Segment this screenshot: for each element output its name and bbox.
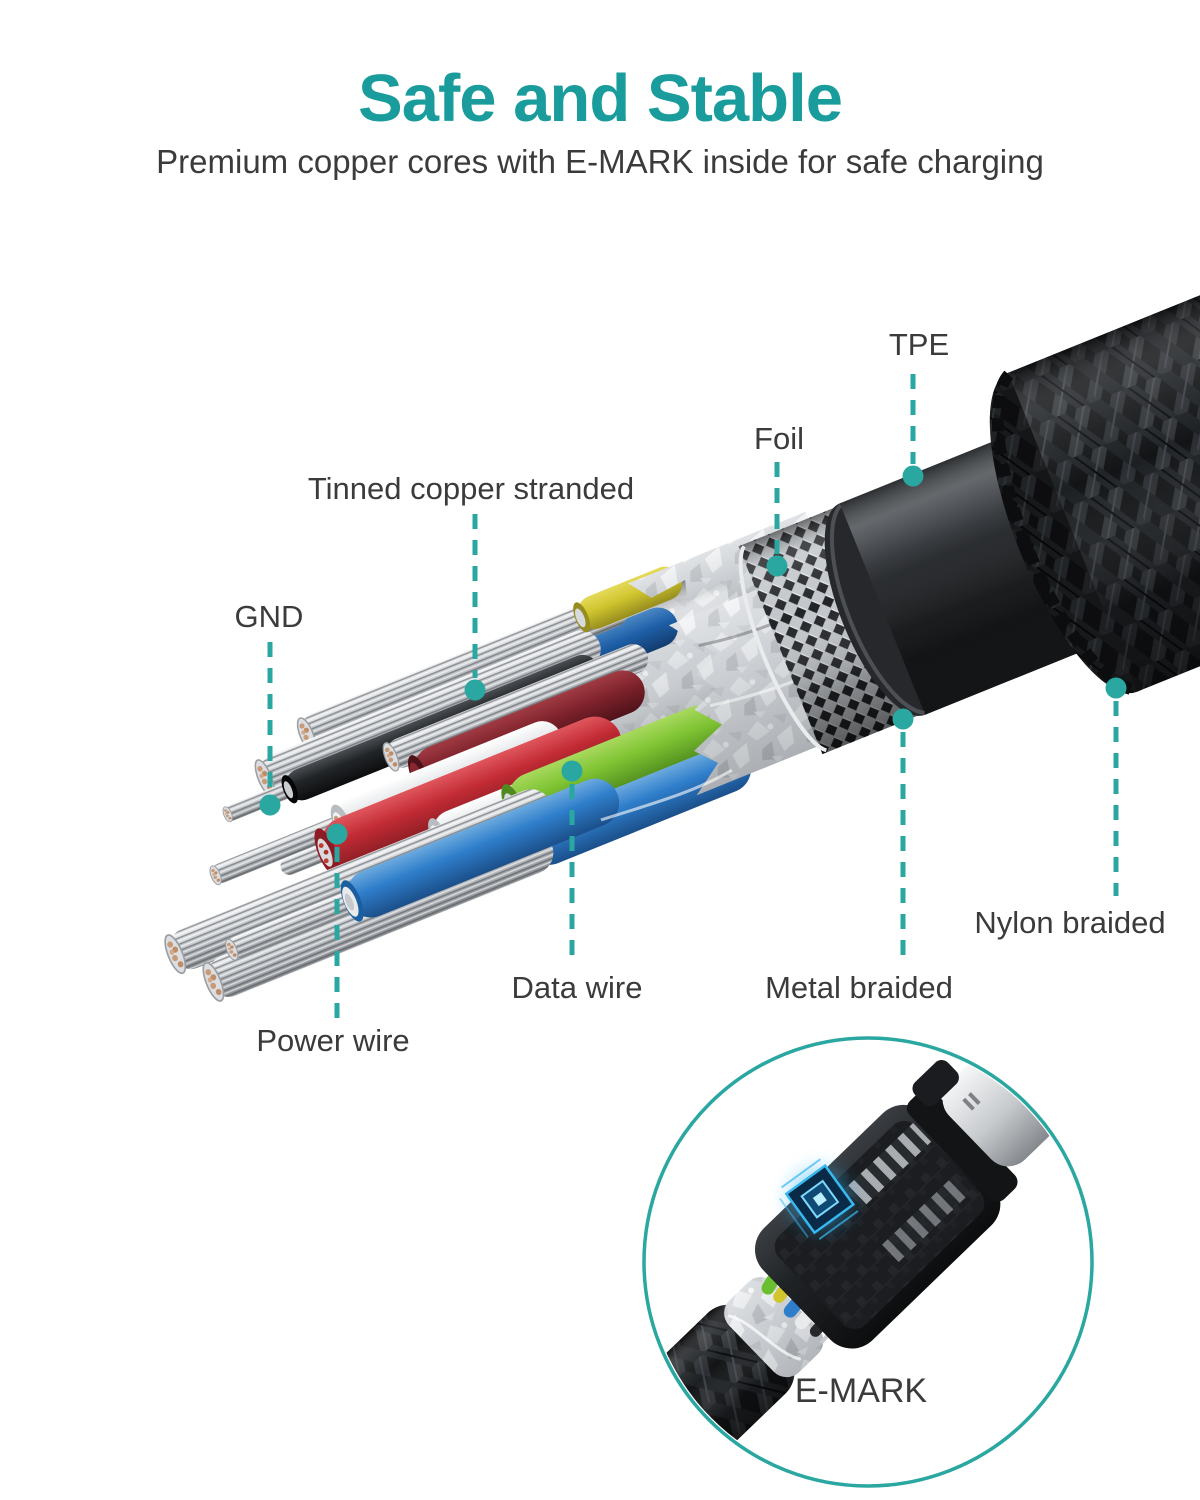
tinned-copper-rope-mid <box>379 644 649 774</box>
page-subtitle: Premium copper cores with E-MARK inside … <box>156 143 1044 180</box>
emark-chip <box>779 1158 860 1240</box>
nylon-braided-layer <box>989 211 1200 696</box>
cable-photo <box>160 211 1200 1005</box>
label-power-wire: Power wire <box>256 1023 410 1058</box>
callout-dot-nylon <box>1105 677 1127 699</box>
power-wire-graphic <box>280 716 622 876</box>
callout-dot-tinned <box>464 679 486 701</box>
page-title: Safe and Stable <box>358 61 843 136</box>
callout-dot-metal <box>892 708 914 730</box>
callout-dot-power <box>326 823 348 845</box>
callout-lines <box>267 374 1119 1342</box>
label-tpe: TPE <box>888 327 950 362</box>
callout-dot-data <box>561 760 583 782</box>
callout-dot-tpe <box>902 465 924 487</box>
label-foil: Foil <box>754 421 804 456</box>
label-gnd: GND <box>234 599 304 634</box>
callout-dot-foil <box>766 555 788 577</box>
label-tinned-copper: Tinned copper stranded <box>307 471 635 506</box>
blue-wire-left-graphic <box>222 778 620 963</box>
callout-dots <box>259 465 1127 845</box>
inset-circle <box>642 1036 1094 1488</box>
wire-bundle <box>160 566 752 1005</box>
label-nylon-braided: Nylon braided <box>974 905 1166 940</box>
callout-dot-gnd <box>259 794 281 816</box>
label-metal-braided: Metal braided <box>765 970 953 1005</box>
label-data-wire: Data wire <box>511 970 643 1005</box>
label-emark: E-MARK <box>794 1372 928 1410</box>
